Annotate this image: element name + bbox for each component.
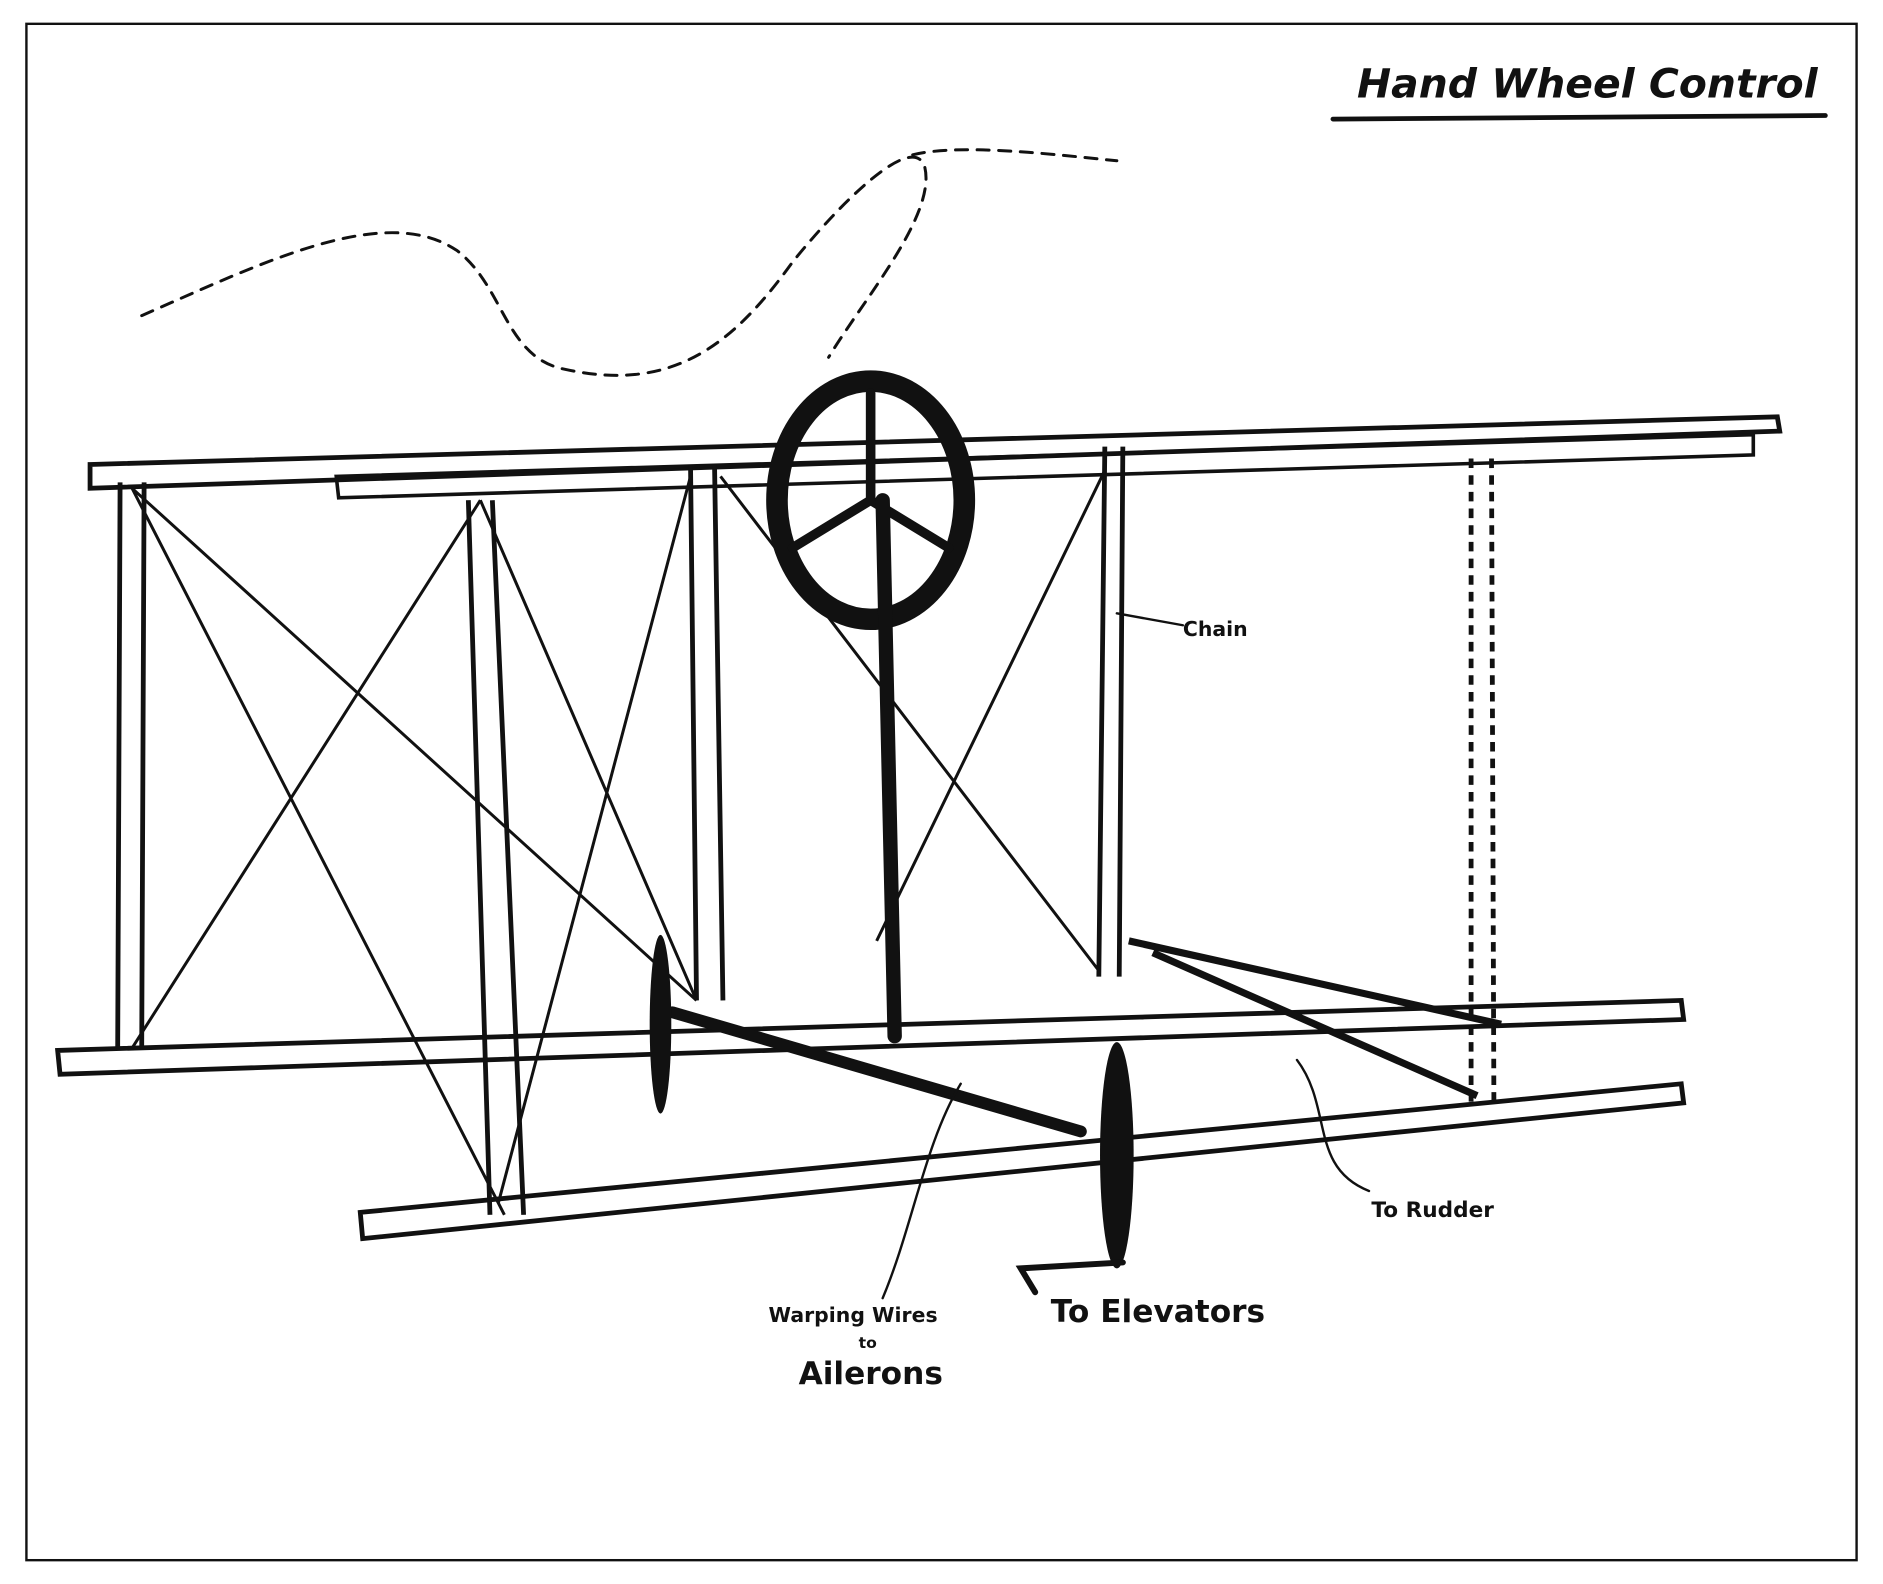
rudder-bar: [1128, 937, 1502, 1099]
bracing-wires: [130, 469, 1107, 1216]
frame-border: [25, 22, 1858, 1562]
chain-label: Chain: [1183, 617, 1248, 641]
warping-label-line1: Warping Wires: [769, 1303, 938, 1327]
chain-label-group: Chain: [1115, 612, 1248, 641]
warping-label-group: Warping Wires to Ailerons: [769, 1082, 962, 1392]
lower-wing: [54, 997, 1687, 1242]
warping-label-line3: Ailerons: [799, 1356, 943, 1392]
upper-wing: [87, 414, 1783, 500]
rudder-label: To Rudder: [1371, 1198, 1494, 1223]
struts: [115, 446, 1497, 1215]
elevators-label: To Elevators: [1051, 1294, 1265, 1330]
elevators-label-group: To Elevators: [1015, 1259, 1265, 1330]
diagram-title: Hand Wheel Control: [1357, 60, 1819, 108]
elevator-pulley: [649, 934, 1134, 1269]
hand-wheel: [666, 370, 1087, 1138]
rudder-label-group: To Rudder: [1295, 1058, 1494, 1223]
title-underline: [1330, 113, 1828, 122]
title-block: Hand Wheel Control: [1330, 60, 1828, 122]
dotted-warp-path: [140, 148, 1119, 377]
warping-label-line2: to: [859, 1334, 877, 1352]
